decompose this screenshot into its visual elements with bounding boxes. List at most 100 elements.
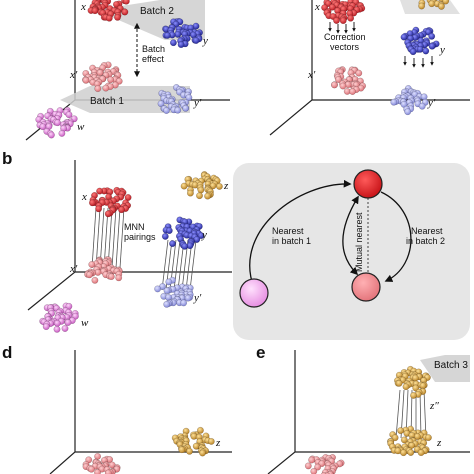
cell-dot xyxy=(420,93,428,101)
cell-dot xyxy=(410,391,417,399)
cell-dot xyxy=(91,7,99,15)
cluster-z-top-r xyxy=(418,0,450,10)
axes-e xyxy=(267,350,470,474)
cell-dot xyxy=(96,69,104,77)
cell-dot xyxy=(404,108,412,116)
label-w-b: w xyxy=(81,317,89,329)
cell-dot xyxy=(428,42,436,50)
cell-dot xyxy=(304,462,312,470)
cell-dot xyxy=(184,294,192,302)
cluster-z-batch3 xyxy=(394,365,431,399)
cell-dot xyxy=(182,104,190,112)
cell-dot xyxy=(107,76,115,84)
cell-dot xyxy=(42,323,50,330)
batch3-line xyxy=(419,389,422,439)
arrow-nearest-batch2 xyxy=(380,191,412,282)
cell-dot xyxy=(215,182,223,190)
mnn-line xyxy=(111,207,117,269)
cell-dot xyxy=(391,434,399,442)
mnn-line xyxy=(91,207,97,269)
label-x-b: x xyxy=(81,191,87,203)
label-z-dprime: z″ xyxy=(429,400,439,412)
cell-dot xyxy=(91,276,99,284)
inset-background xyxy=(233,163,470,340)
cell-dot xyxy=(165,227,173,235)
cell-dot xyxy=(154,285,162,293)
batch3-line xyxy=(395,389,401,439)
cell-dot xyxy=(437,3,445,10)
cluster-z-e xyxy=(387,425,432,457)
cluster-x-d xyxy=(82,452,121,474)
cell-dot xyxy=(318,460,326,467)
cell-dot xyxy=(207,437,215,445)
cell-dot xyxy=(177,41,185,48)
correction-label-1: Correction xyxy=(324,32,366,42)
mnn-line xyxy=(189,239,197,291)
cell-dot xyxy=(411,374,419,382)
cluster-x-batch2 xyxy=(87,0,130,22)
mnn-line xyxy=(115,207,121,269)
panel-a-right: Correction vectors x y x′ y′ xyxy=(269,0,470,136)
cell-dot xyxy=(162,107,170,114)
cluster-x-b xyxy=(89,186,132,218)
mnn-label-2: pairings xyxy=(124,232,156,242)
cell-dot xyxy=(355,69,363,77)
cell-dot xyxy=(124,194,132,201)
cell-dot xyxy=(157,100,165,108)
cell-dot xyxy=(416,45,424,53)
cluster-x-batch1 xyxy=(82,61,123,93)
cell-dot xyxy=(339,82,347,90)
cell-dot xyxy=(122,0,130,5)
cell-dot xyxy=(58,129,66,137)
cell-dot xyxy=(197,232,205,240)
cell-dot xyxy=(314,463,321,471)
cell-dot xyxy=(163,287,171,294)
cell-dot xyxy=(115,274,123,282)
cell-dot xyxy=(407,449,415,456)
cell-dot xyxy=(107,273,115,280)
cell-dot xyxy=(169,39,177,47)
batch3-line xyxy=(423,389,427,439)
label-x-prime: x′ xyxy=(69,69,78,81)
cell-dot xyxy=(199,449,206,457)
label-z-e: z xyxy=(436,437,442,449)
label-z-b: z xyxy=(223,180,229,192)
cell-dot xyxy=(169,240,176,248)
node-light-red xyxy=(351,272,381,302)
cluster-x-batch2-r xyxy=(321,0,366,24)
cell-dot xyxy=(82,76,90,84)
cell-dot xyxy=(400,436,408,444)
cell-dot xyxy=(163,300,171,308)
arrow-mutual-nearest xyxy=(342,195,359,276)
mutual-nearest-label: Mutual nearest xyxy=(354,212,364,272)
cell-dot xyxy=(308,456,315,464)
cluster-w xyxy=(35,106,78,139)
cell-dot xyxy=(121,8,129,16)
mnn-line xyxy=(95,207,101,269)
cell-dot xyxy=(333,17,340,24)
label-y-prime-b: y′ xyxy=(193,292,202,304)
cell-dot xyxy=(422,47,430,55)
cell-dot xyxy=(349,88,356,95)
cell-dot xyxy=(89,199,96,207)
cell-dot xyxy=(102,84,110,92)
cell-dot xyxy=(178,446,186,454)
cell-dot xyxy=(180,299,188,307)
cell-dot xyxy=(105,14,113,22)
cell-dot xyxy=(118,206,125,214)
label-y-b: y xyxy=(201,229,207,241)
cell-dot xyxy=(192,37,200,44)
mnn-label-1: MNN xyxy=(124,222,145,232)
cell-dot xyxy=(174,31,182,38)
cluster-x-batch1-r xyxy=(330,66,366,95)
panel-b: b MNN pairings x y z x′ y′ w xyxy=(2,149,232,333)
cell-dot xyxy=(53,325,61,333)
cell-dot xyxy=(180,182,188,190)
label-w: w xyxy=(77,121,85,133)
cell-dot xyxy=(165,278,173,286)
cell-dot xyxy=(104,210,112,218)
label-z-d: z xyxy=(215,437,221,449)
node-pink xyxy=(239,278,269,308)
cell-dot xyxy=(204,192,212,200)
cell-dot xyxy=(334,76,342,83)
